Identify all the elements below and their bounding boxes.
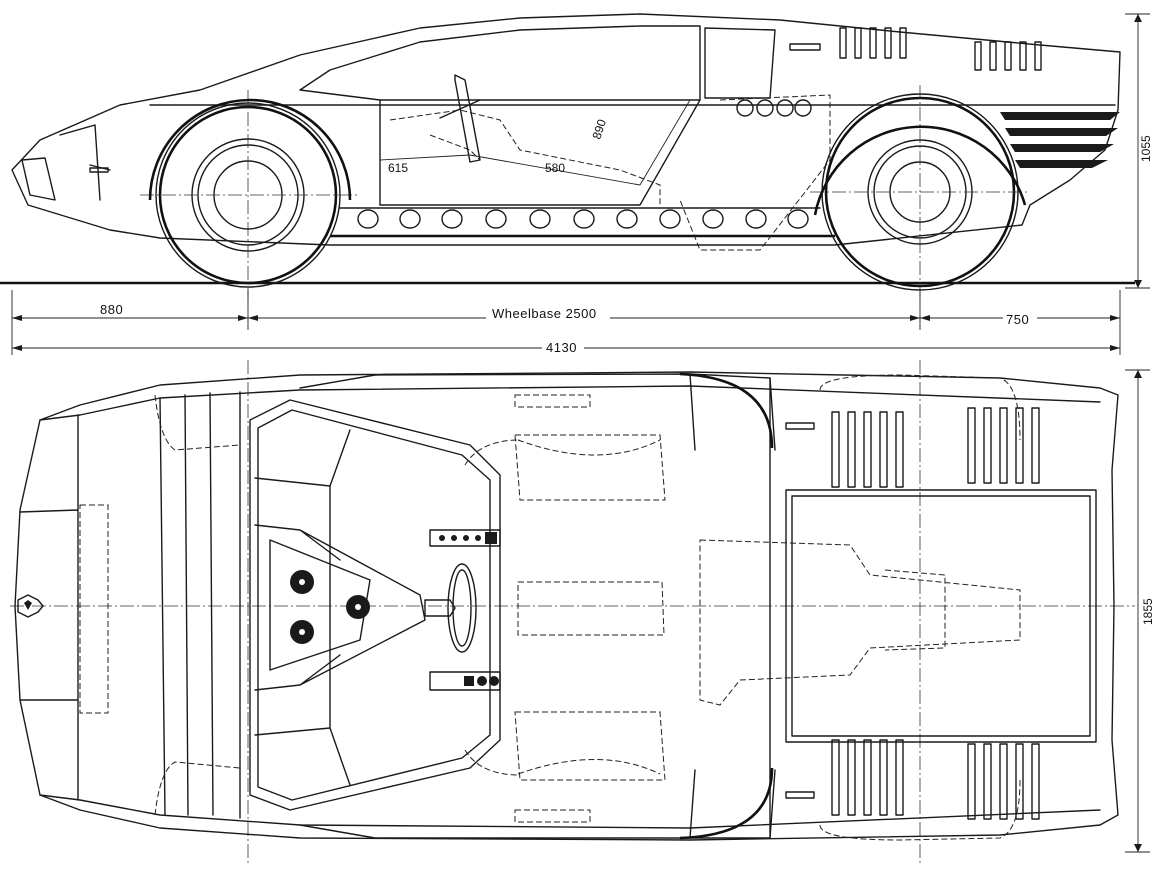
engine-cover-window (785, 489, 1097, 743)
rear-overhang-bg (1003, 312, 1037, 326)
switch-panel-top (429, 529, 501, 547)
side-view: 615 580 890 (0, 13, 1153, 300)
seat-height-line (639, 99, 691, 186)
seat-outlines (464, 394, 666, 823)
side-deck-vents (839, 27, 1042, 71)
triangle-console (269, 539, 371, 671)
engine-cover-inner (791, 495, 1091, 737)
cabin-rear-edges (679, 372, 774, 840)
top-view: 1855 (10, 360, 1155, 865)
windscreen-frame (249, 399, 501, 811)
rear-wheel (810, 85, 1030, 300)
rear-wheel-arch (813, 125, 1027, 216)
top-vents-right-lower (967, 743, 1040, 820)
side-body-outline (11, 13, 1121, 246)
width-dimension (1125, 369, 1150, 853)
overall-length-label: 4130 (546, 340, 577, 355)
wheelbase-bg (486, 306, 610, 322)
front-wheel-outline (154, 394, 241, 816)
nose-detail (21, 124, 111, 201)
door-line (379, 99, 701, 206)
instrument-cluster (254, 524, 426, 691)
sill-holes (357, 209, 809, 229)
dash-panel (254, 429, 351, 786)
side-quarter-window (704, 27, 776, 99)
switch-panel-bottom (429, 671, 501, 691)
seat-base-label: 615 (388, 161, 408, 175)
side-seat-outline (389, 109, 661, 205)
side-marker-light (89, 167, 109, 173)
rear-wheel-outline (819, 374, 1021, 841)
top-badge-upper (785, 422, 815, 430)
cabin-outline (299, 373, 771, 839)
top-vents-left-lower (831, 739, 904, 816)
height-dimension (1125, 13, 1150, 289)
side-engine-outline (679, 94, 831, 251)
rear-louvres (1000, 112, 1120, 168)
top-badge-lower (785, 791, 815, 799)
front-wheel (140, 90, 360, 300)
windscreen-inner (257, 409, 491, 801)
seat-length-line (469, 154, 641, 186)
overall-length-bg (542, 338, 584, 354)
front-lamp-outline (79, 504, 109, 714)
gauges (290, 570, 370, 644)
wheelbase-label: Wheelbase 2500 (492, 306, 597, 321)
seat-length-label: 580 (545, 161, 565, 175)
front-overhang-label: 880 (100, 302, 123, 317)
front-overhang-bg (95, 302, 135, 316)
width-label: 1855 (1141, 598, 1155, 625)
rear-overhang-label: 750 (1006, 312, 1029, 327)
side-steering-wheel (439, 74, 481, 163)
top-body-inner (39, 385, 1101, 829)
top-vents-left-upper (831, 411, 904, 488)
height-label: 1055 (1139, 135, 1153, 162)
emblem-icon (17, 594, 44, 618)
front-wheel-arch (148, 98, 352, 201)
gearbox-outline (884, 569, 946, 651)
side-badge (789, 43, 821, 51)
seat-height-label: 890 (590, 117, 610, 141)
engine-outline (699, 539, 1021, 706)
nose-panel (19, 414, 79, 801)
steering-wheel-icon (424, 563, 477, 653)
top-vents-right-upper (967, 407, 1040, 484)
seat-base-line (379, 154, 471, 161)
top-body-outline (14, 371, 1119, 841)
b-pillars (689, 373, 776, 839)
side-engine-detail (736, 99, 812, 117)
side-greenhouse (299, 25, 701, 101)
bonnet-lines (159, 391, 241, 819)
